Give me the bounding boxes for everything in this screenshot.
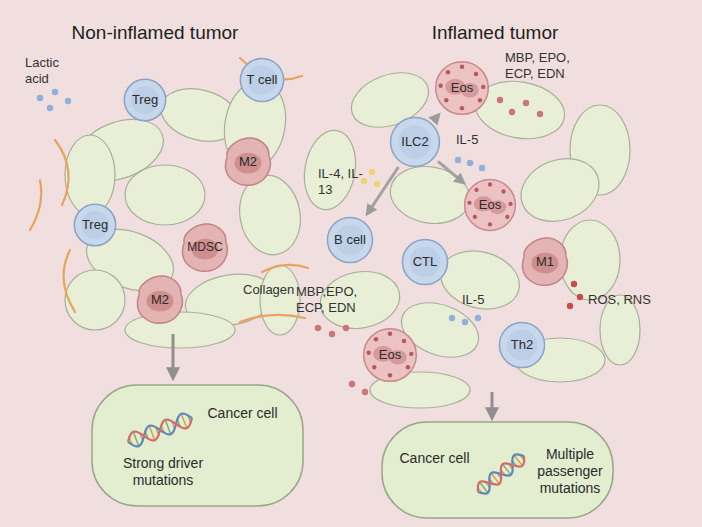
cell-label: MDSC (187, 241, 222, 255)
molecule-label: IL-5 (462, 292, 502, 308)
result-arrow (172, 334, 175, 370)
cancer-cell: Cancer cellStrong driver mutations (90, 383, 305, 508)
molecule-dot (537, 111, 543, 117)
cell-label: Strong driver mutations (108, 455, 218, 489)
cell-label: T cell (247, 73, 278, 88)
molecule-dot (475, 315, 481, 321)
collagen-fibre (64, 250, 75, 312)
immune-cell: B cell (326, 216, 374, 264)
immune-cell: Eos (434, 60, 490, 116)
immune-cell: Eos (463, 178, 517, 232)
tumor-cell (260, 265, 300, 335)
immune-cell: M1 (519, 236, 571, 288)
signal-arrow (438, 161, 463, 182)
molecule-dot (329, 331, 335, 337)
tumor-cell (386, 160, 475, 229)
tumor-cell (512, 148, 608, 232)
immune-cell: M2 (134, 274, 186, 326)
molecule-label: MBP,EPO, ECP, EDN (296, 284, 362, 315)
immune-cell: Eos (362, 327, 418, 383)
cell-label: Cancer cell (392, 450, 477, 467)
cell-label: M1 (536, 255, 554, 270)
collagen-fibre (30, 180, 41, 230)
molecule-dot (47, 105, 53, 111)
molecule-label: IL-5 (456, 132, 496, 148)
molecule-label: IL-4, IL-13 (318, 166, 363, 197)
molecule-dot (374, 181, 380, 187)
molecule-dot (462, 319, 468, 325)
molecule-dot (37, 95, 43, 101)
cell-label: Eos (379, 348, 401, 363)
molecule-dot (567, 303, 573, 309)
cell-label: Eos (479, 198, 501, 213)
molecule-dot (52, 89, 58, 95)
signal-arrow (435, 115, 439, 119)
molecule-dot (467, 160, 473, 166)
cell-label: M2 (151, 293, 169, 308)
molecule-label: Lactic acid (25, 55, 70, 86)
molecule-dot (479, 165, 485, 171)
molecule-dot (315, 325, 321, 331)
molecule-dot (362, 389, 368, 395)
collagen-fibre (55, 140, 69, 205)
immune-cell: Th2 (498, 321, 546, 369)
molecule-dot (577, 294, 583, 300)
immune-cell: T cell (239, 57, 285, 103)
molecule-dot (523, 100, 529, 106)
tumor-cell (125, 165, 205, 225)
panel-title: Inflamed tumor (345, 22, 645, 45)
cell-label: B cell (334, 233, 366, 248)
cell-outline (90, 383, 305, 508)
immune-cell: Treg (73, 203, 117, 247)
molecule-dot (343, 325, 349, 331)
cell-label: Th2 (511, 338, 533, 353)
cell-label: Treg (132, 93, 158, 108)
molecule-dot (65, 98, 71, 104)
molecule-label: MBP, EPO, ECP, EDN (505, 50, 585, 81)
molecule-dot (509, 109, 515, 115)
tumor-cell (125, 312, 235, 348)
molecule-dot (449, 315, 455, 321)
tumor-cell (65, 270, 125, 330)
molecule-dot (349, 381, 355, 387)
signal-arrow (368, 167, 399, 213)
immune-cell: CTL (401, 238, 449, 286)
cell-label: CTL (413, 255, 438, 270)
collagen-fibre (240, 315, 305, 322)
molecule-dot (369, 169, 375, 175)
tumor-cell (560, 220, 620, 300)
immune-cell: Treg (123, 78, 167, 122)
cell-label: Eos (451, 81, 473, 96)
molecule-dot (497, 97, 503, 103)
molecule-dot (571, 281, 577, 287)
cancer-cell: Cancer cell Multiple passenger mutations (380, 420, 615, 520)
molecule-label: ROS, RNS (588, 292, 668, 308)
immune-cell: M2 (222, 136, 274, 188)
cell-label: Multiple passenger mutations (530, 446, 610, 496)
collagen-fibre (262, 265, 308, 272)
panel-title: Non-inflamed tumor (5, 22, 305, 45)
cell-label: ILC2 (401, 135, 428, 150)
molecule-dot (455, 157, 461, 163)
result-arrow (491, 392, 494, 410)
immune-cell: ILC2 (389, 116, 441, 168)
tumor-cell (65, 135, 115, 215)
immune-cell: MDSC (179, 222, 231, 274)
cell-label: Treg (82, 218, 108, 233)
cell-label: M2 (239, 155, 257, 170)
cell-label: Cancer cell (200, 405, 285, 422)
